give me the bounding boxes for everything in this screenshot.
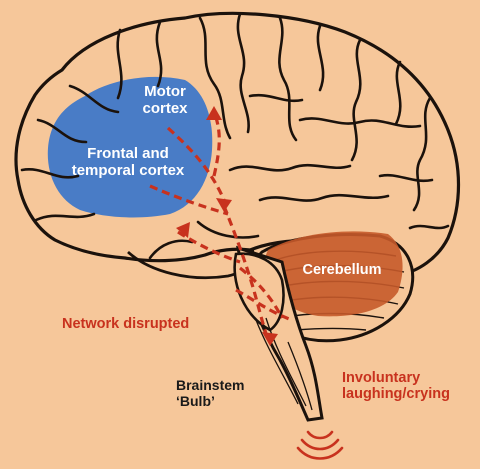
frontal-temporal-line1: Frontal and — [87, 145, 169, 162]
frontal-temporal-cortex-label: Frontal and temporal cortex — [58, 145, 198, 180]
brainstem-lines — [255, 317, 313, 411]
network-disrupted-text: Network disrupted — [62, 316, 190, 332]
motor-cortex-line2: cortex — [142, 99, 188, 117]
cerebellum-region-highlight — [264, 231, 403, 317]
involuntary-laughing-crying-label: Involuntary laughing/crying — [342, 370, 462, 402]
network-disrupted-label: Network disrupted — [62, 316, 230, 332]
cerebellum-label-text: Cerebellum — [302, 262, 382, 278]
gyri-lines — [20, 12, 450, 260]
involuntary-line1: Involuntary — [342, 370, 421, 386]
motor-cortex-label: Motor cortex — [128, 83, 202, 118]
brainstem-label: Brainstem ‘Bulb’ — [176, 377, 266, 409]
frontal-temporal-line2: temporal cortex — [71, 161, 185, 179]
cerebellum-label: Cerebellum — [292, 262, 392, 278]
motor-cortex-line1: Motor — [144, 83, 186, 100]
motor-frontal-cortex-region — [47, 76, 213, 218]
involuntary-line2: laughing/crying — [342, 386, 450, 403]
brainstem-line1: Brainstem — [176, 377, 245, 393]
brainstem-line2: ‘Bulb’ — [176, 392, 215, 409]
signal-waves-icon — [296, 430, 344, 460]
pathway-arrowheads — [176, 106, 278, 346]
